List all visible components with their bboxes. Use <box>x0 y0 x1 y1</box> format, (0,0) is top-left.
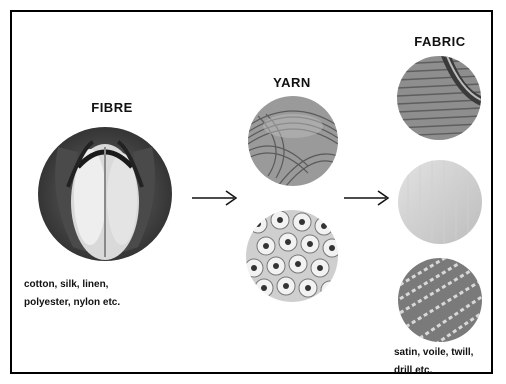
cotton-boll-image <box>38 127 172 261</box>
plain-fabric-image <box>398 160 482 244</box>
fibre-heading: FIBRE <box>72 100 152 115</box>
fabric-heading: FABRIC <box>400 34 480 49</box>
arrow-right-icon <box>190 188 240 208</box>
arrow-right-icon <box>342 188 392 208</box>
yarn-skeins-image <box>248 96 338 186</box>
yarn-heading: YARN <box>252 75 332 90</box>
twill-fabric-image <box>398 258 482 342</box>
fabric-caption-line2: drill etc. <box>394 362 432 380</box>
fibre-caption-line1: cotton, silk, linen, <box>24 276 194 294</box>
fibre-caption-line2: polyester, nylon etc. <box>24 294 194 312</box>
fabric-caption-line1: satin, voile, twill, <box>394 344 473 362</box>
knit-fabric-image <box>397 56 481 140</box>
thread-spools-image <box>246 210 338 302</box>
fibre-caption: cotton, silk, linen, polyester, nylon et… <box>24 276 194 312</box>
